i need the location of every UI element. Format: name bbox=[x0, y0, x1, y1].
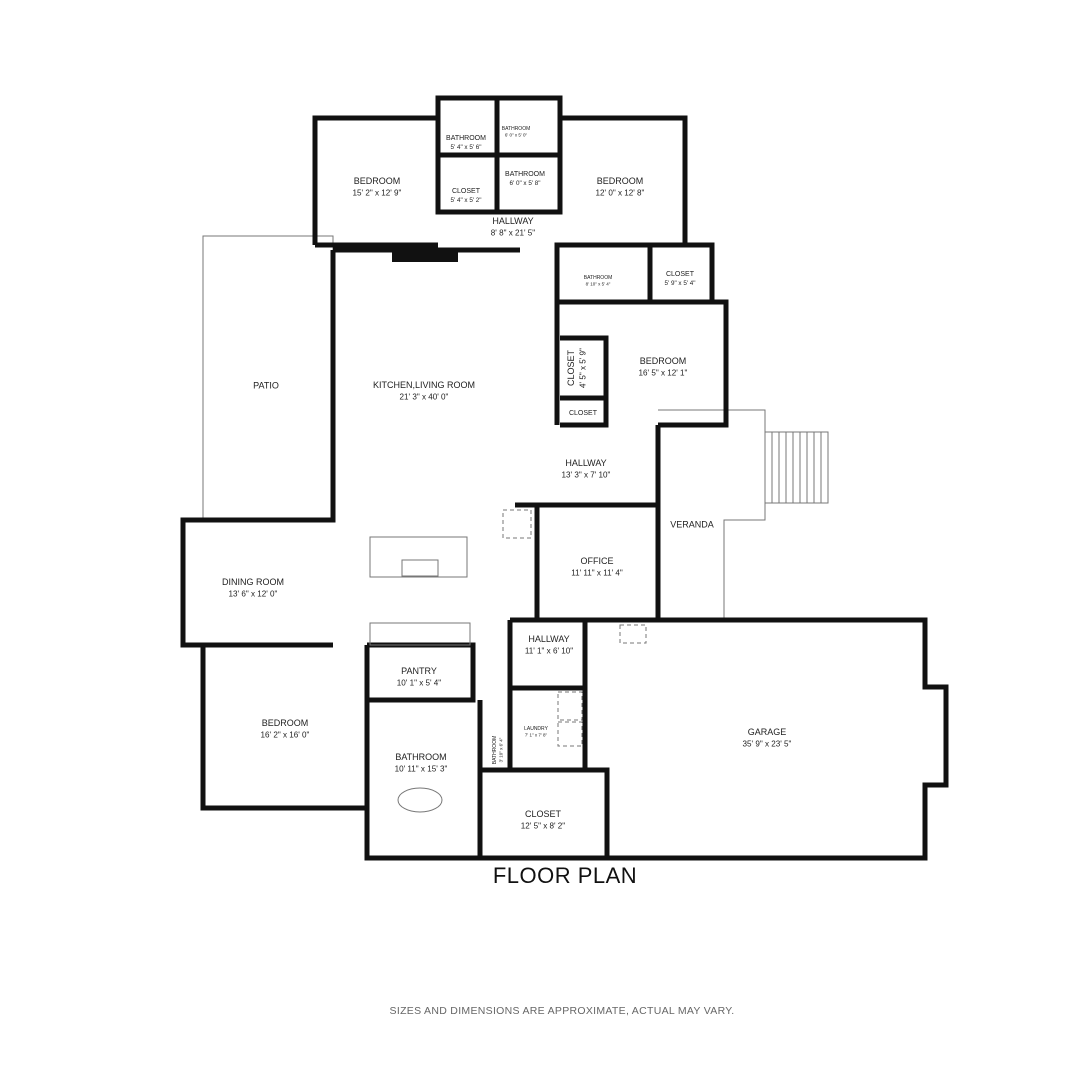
room-dimensions: 4' 5" x 5' 9" bbox=[578, 348, 587, 388]
room-dimensions: 5' 4" x 5' 6" bbox=[450, 144, 481, 151]
room-dimensions: 5' 4" x 5' 2" bbox=[450, 197, 481, 204]
room-name: BEDROOM bbox=[597, 176, 644, 186]
room-name: CLOSET bbox=[569, 410, 598, 417]
wall bbox=[582, 620, 610, 858]
room-label: BATHROOM 10' 11" x 15' 3" bbox=[395, 752, 448, 773]
room-name: BATHROOM bbox=[492, 736, 498, 765]
room-label: CLOSET 12' 5" x 8' 2" bbox=[521, 809, 566, 830]
wall bbox=[480, 617, 949, 861]
washer-placeholder bbox=[557, 691, 583, 721]
room-name: CLOSET bbox=[525, 809, 562, 819]
room-label: HALLWAY 8' 8" x 21' 5" bbox=[491, 216, 536, 237]
room-name: CLOSET bbox=[566, 349, 576, 386]
dryer-placeholder bbox=[557, 721, 583, 747]
room-name: OFFICE bbox=[581, 556, 614, 566]
room-dimensions: 16' 5" x 12' 1" bbox=[639, 368, 688, 377]
room-name: BEDROOM bbox=[262, 718, 309, 728]
room-dimensions: 16' 2" x 16' 0" bbox=[261, 730, 310, 739]
room-dimensions: 3' 10" x 6' 4" bbox=[498, 737, 503, 762]
fireplace bbox=[392, 250, 458, 262]
room-label: CLOSET bbox=[569, 410, 598, 417]
room-label: BEDROOM 15' 2" x 12' 9" bbox=[353, 176, 402, 197]
room-dimensions: 12' 0" x 12' 8" bbox=[596, 188, 645, 197]
room-label: PANTRY 10' 1" x 5' 4" bbox=[397, 666, 442, 687]
room-name: HALLWAY bbox=[528, 634, 569, 644]
room-name: BEDROOM bbox=[354, 176, 401, 186]
room-label: HALLWAY 11' 1" x 6' 10" bbox=[525, 634, 573, 655]
room-label: OFFICE 11' 11" x 11' 4" bbox=[571, 556, 623, 577]
bathtub-icon bbox=[397, 787, 443, 813]
wall bbox=[480, 620, 513, 773]
disclaimer: SIZES AND DIMENSIONS ARE APPROXIMATE, AC… bbox=[389, 1005, 735, 1017]
room-dimensions: 10' 11" x 15' 3" bbox=[395, 764, 448, 773]
room-label: DINING ROOM 13' 6" x 12' 0" bbox=[222, 577, 284, 598]
kitchen-island bbox=[369, 536, 468, 578]
room-name: HALLWAY bbox=[565, 458, 606, 468]
room-name: CLOSET bbox=[452, 188, 481, 195]
room-dimensions: 8' 8" x 21' 5" bbox=[491, 228, 536, 237]
room-label: CLOSET 5' 9" x 5' 4" bbox=[664, 271, 695, 287]
wall bbox=[554, 242, 560, 425]
room-name: GARAGE bbox=[748, 727, 787, 737]
room-label: KITCHEN,LIVING ROOM 21' 3" x 40' 0" bbox=[373, 380, 475, 401]
appliance-placeholder bbox=[619, 624, 647, 644]
stairs bbox=[764, 431, 829, 504]
room-name: BATHROOM bbox=[395, 752, 446, 762]
room-name: KITCHEN,LIVING ROOM bbox=[373, 380, 475, 390]
room-label: BEDROOM 12' 0" x 12' 8" bbox=[596, 176, 645, 197]
appliance-placeholder bbox=[502, 509, 532, 539]
room-label: HALLWAY 13' 3" x 7' 10" bbox=[562, 458, 611, 479]
room-dimensions: 13' 6" x 12' 0" bbox=[229, 589, 278, 598]
room-label: BEDROOM 16' 2" x 16' 0" bbox=[261, 718, 310, 739]
room-label: BATHROOM 6' 0" x 5' 8" bbox=[505, 171, 545, 187]
room-name: LAUNDRY bbox=[524, 726, 548, 732]
room-label: GARAGE 35' 9" x 23' 5" bbox=[743, 727, 792, 748]
room-dimensions: 35' 9" x 23' 5" bbox=[743, 739, 792, 748]
room-dimensions: 6' 0" x 5' 8" bbox=[509, 180, 540, 187]
room-dimensions: 11' 1" x 6' 10" bbox=[525, 646, 573, 655]
room-dimensions: 6' 0" x 5' 0" bbox=[505, 132, 528, 137]
wall bbox=[560, 335, 609, 428]
room-dimensions: 15' 2" x 12' 9" bbox=[353, 188, 402, 197]
room-label: BEDROOM 16' 5" x 12' 1" bbox=[639, 356, 688, 377]
room-dimensions: 8' 10" x 5' 4" bbox=[586, 281, 611, 286]
room-label: VERANDA bbox=[670, 520, 714, 530]
room-name: BEDROOM bbox=[640, 356, 687, 366]
patio-outline bbox=[202, 235, 334, 521]
room-dimensions: 7' 1" x 7' 8" bbox=[525, 732, 548, 737]
room-dimensions: 10' 1" x 5' 4" bbox=[397, 678, 442, 687]
room-dimensions: 13' 3" x 7' 10" bbox=[562, 470, 611, 479]
room-name: HALLWAY bbox=[492, 216, 533, 226]
room-dimensions: 12' 5" x 8' 2" bbox=[521, 821, 566, 830]
room-name: DINING ROOM bbox=[222, 577, 284, 587]
room-name: VERANDA bbox=[670, 520, 714, 530]
room-name: BATHROOM bbox=[505, 171, 545, 178]
room-name: PANTRY bbox=[401, 666, 437, 676]
room-name: BATHROOM bbox=[446, 135, 486, 142]
room-name: PATIO bbox=[253, 381, 279, 391]
sink-icon bbox=[401, 559, 439, 577]
room-label: CLOSET 5' 4" x 5' 2" bbox=[450, 188, 481, 204]
room-label: PATIO bbox=[253, 381, 279, 391]
room-name: BATHROOM bbox=[502, 126, 531, 132]
stove-counter bbox=[369, 622, 471, 646]
room-dimensions: 21' 3" x 40' 0" bbox=[400, 392, 449, 401]
veranda-outline bbox=[658, 409, 766, 620]
room-dimensions: 5' 9" x 5' 4" bbox=[664, 280, 695, 287]
room-dimensions: 11' 11" x 11' 4" bbox=[571, 568, 623, 577]
floor-plan-title: FLOOR PLAN bbox=[492, 863, 638, 888]
room-name: BATHROOM bbox=[584, 275, 613, 281]
room-label: BATHROOM 5' 4" x 5' 6" bbox=[446, 135, 486, 151]
room-name: CLOSET bbox=[666, 271, 695, 278]
